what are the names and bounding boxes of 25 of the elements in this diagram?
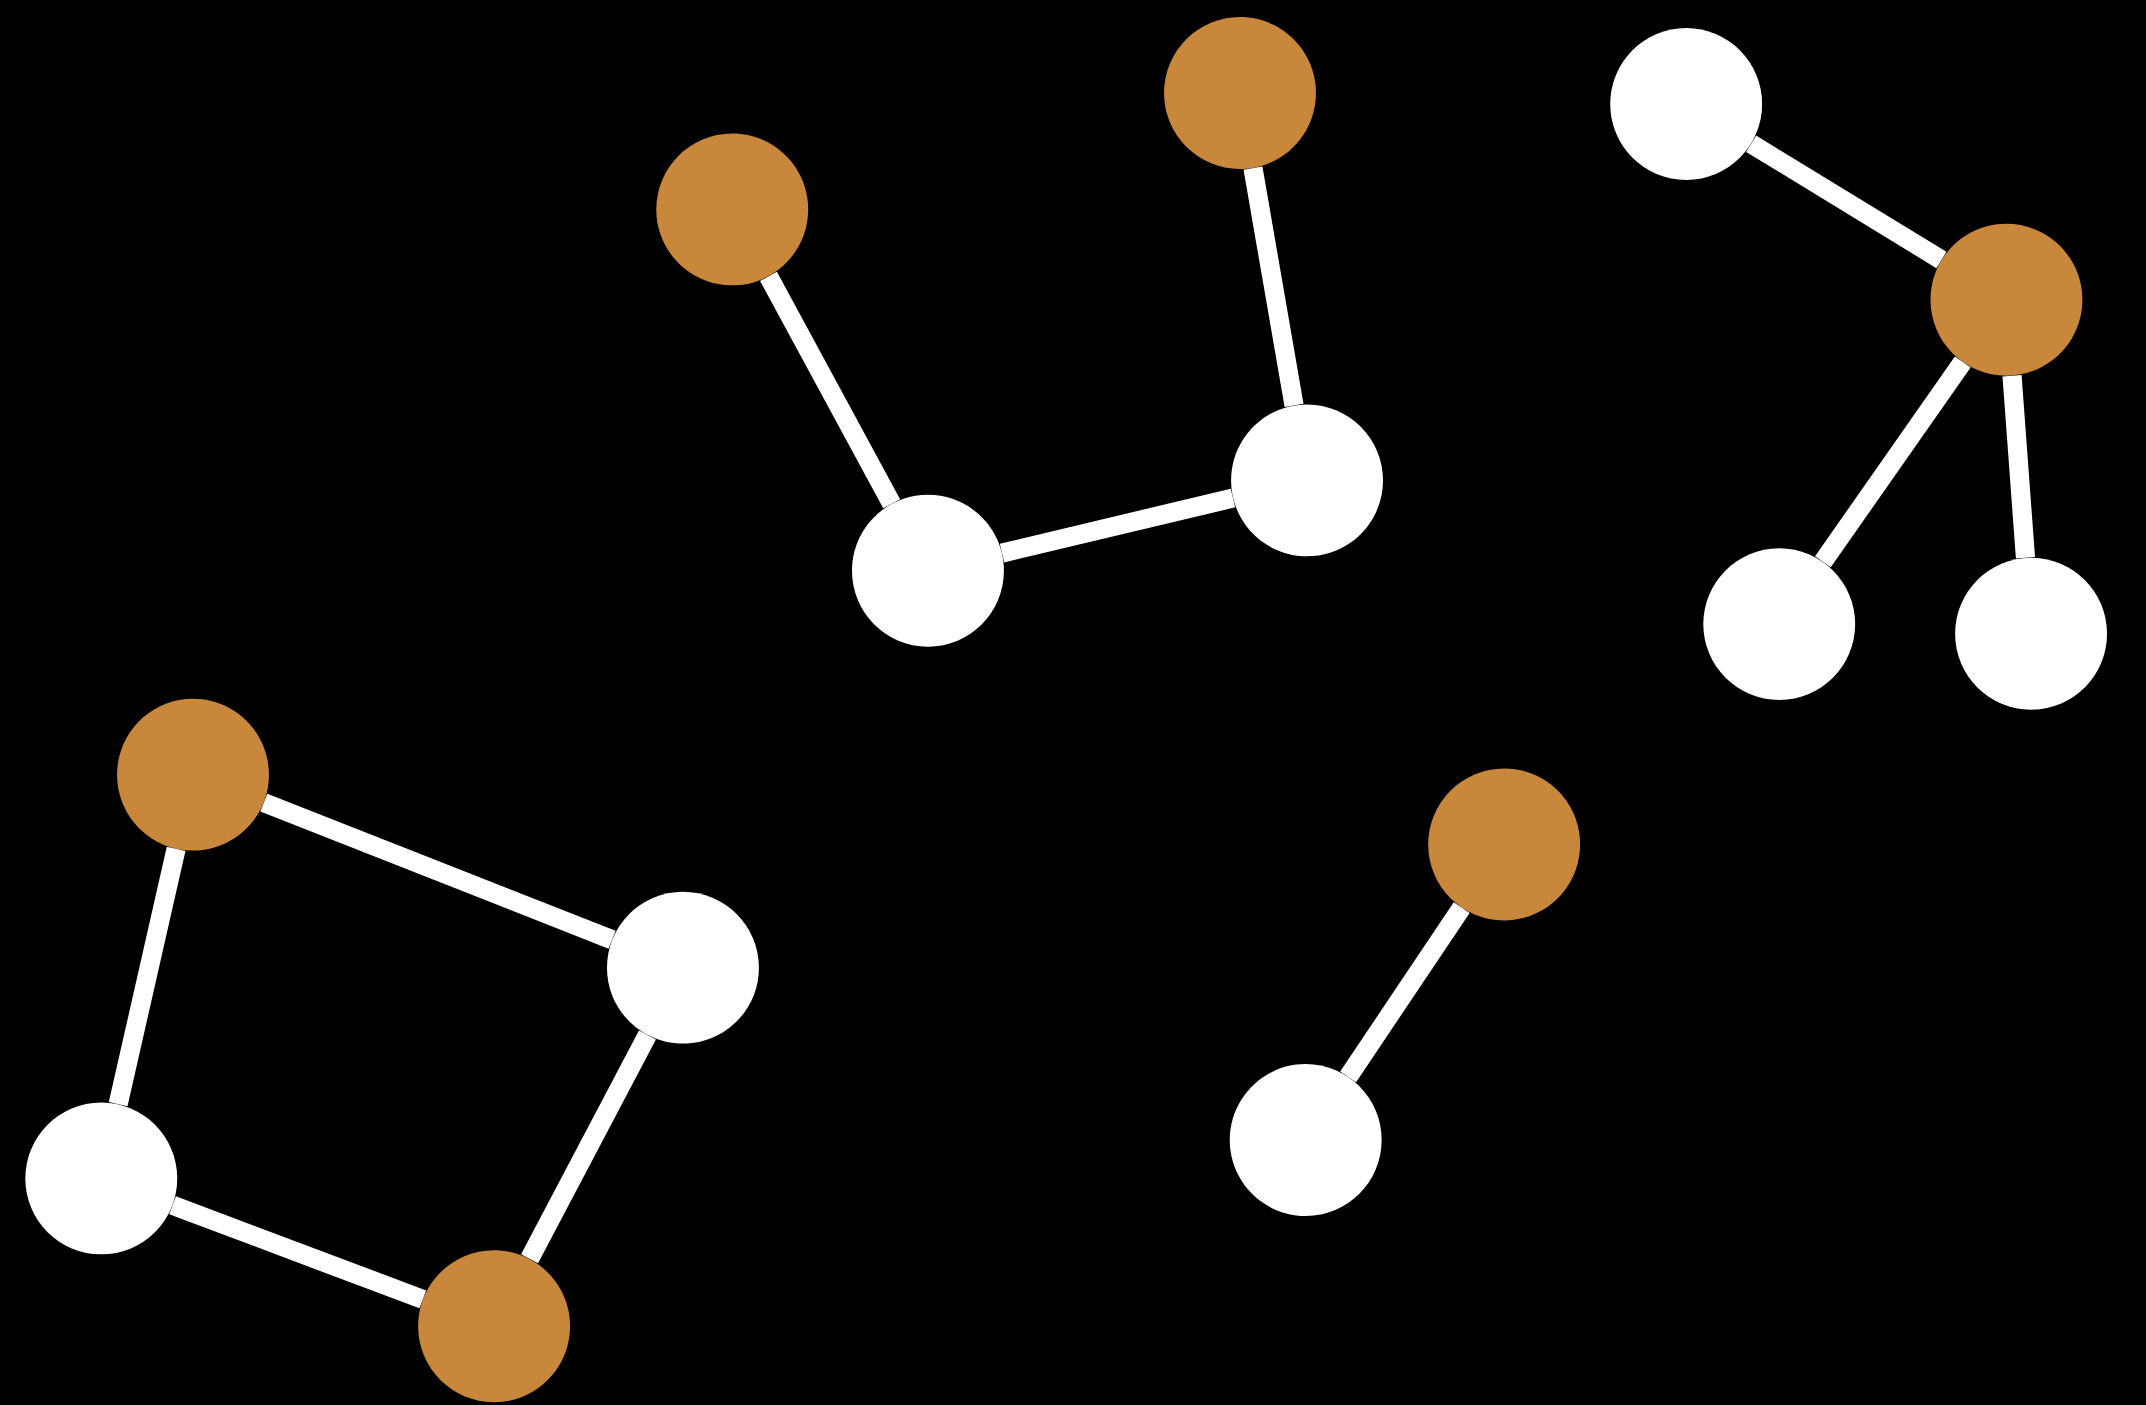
ball (1231, 404, 1383, 557)
ball (1610, 28, 1763, 180)
connector-line (260, 793, 616, 949)
ball (656, 133, 809, 286)
ball (607, 891, 759, 1044)
connector-line (1746, 135, 1947, 269)
connector-line (2002, 375, 2035, 559)
connector-line (108, 846, 186, 1107)
connector-line (760, 271, 901, 509)
ball (1428, 768, 1581, 921)
ball (418, 1250, 571, 1403)
connector-line (999, 488, 1236, 563)
connector-line (521, 1030, 656, 1264)
ball (1164, 17, 1316, 170)
connector-line (1340, 902, 1470, 1083)
connector-line (169, 1196, 427, 1309)
connector-line (1243, 166, 1304, 407)
ball (25, 1102, 178, 1255)
ball (1229, 1064, 1382, 1217)
ball (117, 698, 269, 851)
connector-line (1815, 356, 1971, 568)
ball (852, 494, 1004, 647)
ball (1703, 548, 1856, 701)
ball (1955, 557, 2108, 710)
ball (1930, 223, 2083, 376)
